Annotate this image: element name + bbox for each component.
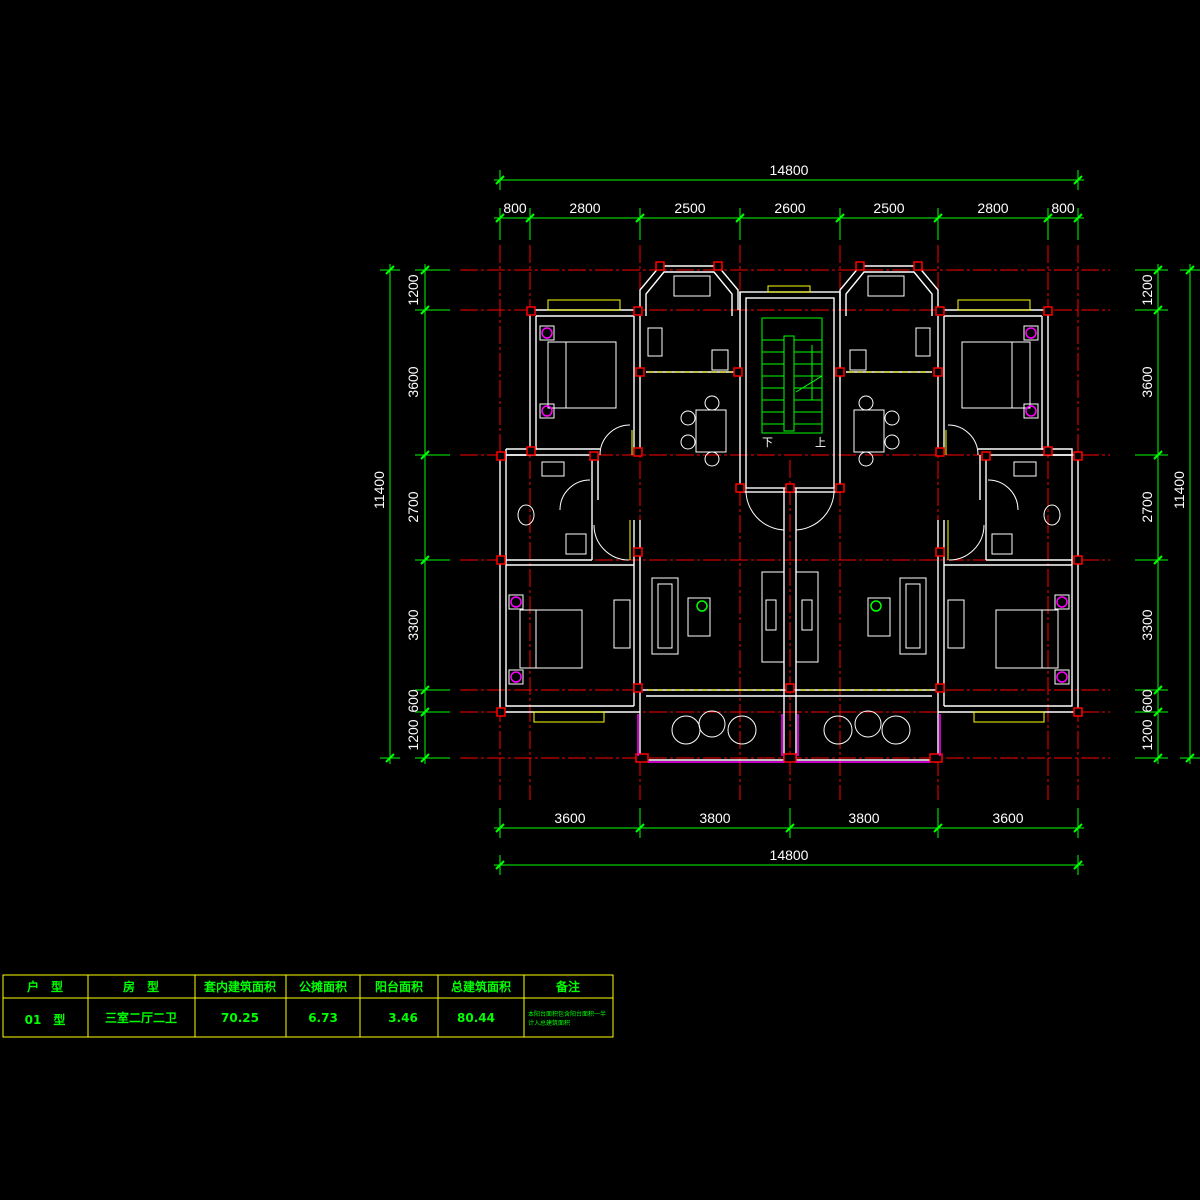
table-cell-unit: 01 型: [25, 1012, 66, 1027]
axis-grid: [460, 245, 1110, 800]
table-cell-note-line: 本阳台面积包含阳台面积一半: [528, 1010, 606, 1018]
dimension-texts: 14800 800 2800 2500 2600 2500 2800 800 3…: [371, 162, 1187, 863]
furniture: [508, 275, 1070, 745]
top-seg-dim: 2500: [674, 200, 705, 216]
right-seg-dim: 600: [1139, 689, 1155, 713]
area-table-text: 户 型 房 型 套内建筑面积 公摊面积 阳台面积 总建筑面积 备注 01 型 三…: [25, 979, 606, 1027]
stair-down-label: 下: [762, 436, 773, 449]
table-header-layout: 房 型: [123, 979, 159, 994]
dimension-lines: [380, 170, 1200, 875]
columns: [496, 261, 1083, 763]
right-seg-dim: 3300: [1139, 609, 1155, 640]
bottom-seg-dim: 3800: [848, 810, 879, 826]
windows: [533, 285, 1045, 723]
table-cell-note-line: 计入总建筑面积: [528, 1019, 570, 1027]
top-seg-dim: 800: [1051, 200, 1075, 216]
top-seg-dim: 2800: [977, 200, 1008, 216]
area-table: [2, 974, 614, 1038]
table-header-total-area: 总建筑面积: [451, 979, 511, 994]
left-seg-dim: 600: [405, 689, 421, 713]
doors: [559, 424, 1019, 561]
left-seg-dim: 3600: [405, 366, 421, 397]
left-seg-dim: 3300: [405, 609, 421, 640]
right-total-dim: 11400: [1171, 471, 1187, 509]
right-seg-dim: 2700: [1139, 491, 1155, 522]
table-cell-inner-area: 70.25: [221, 1011, 259, 1025]
table-header-balcony-area: 阳台面积: [375, 979, 423, 994]
left-seg-dim: 1200: [405, 719, 421, 750]
top-seg-dim: 2600: [774, 200, 805, 216]
right-seg-dim: 1200: [1139, 719, 1155, 750]
walls: [499, 265, 1079, 761]
table-header-inner-area: 套内建筑面积: [203, 979, 276, 994]
table-cell-shared-area: 6.73: [308, 1011, 338, 1025]
left-seg-dim: 1200: [405, 274, 421, 305]
plants: [696, 600, 882, 612]
table-header-remarks: 备注: [555, 979, 580, 994]
balcony-rails: [637, 714, 941, 763]
bottom-seg-dim: 3600: [992, 810, 1023, 826]
dimension-ticks: [385, 175, 1195, 870]
bottom-seg-dim: 3800: [699, 810, 730, 826]
top-seg-dim: 2500: [873, 200, 904, 216]
table-header-unit: 户 型: [27, 979, 63, 994]
top-seg-dim: 800: [503, 200, 527, 216]
top-total-dim: 14800: [770, 162, 809, 178]
right-seg-dim: 1200: [1139, 274, 1155, 305]
left-total-dim: 11400: [371, 471, 387, 509]
table-cell-total-area: 80.44: [457, 1011, 495, 1025]
bottom-seg-dim: 3600: [554, 810, 585, 826]
stair: [761, 317, 823, 434]
bottom-total-dim: 14800: [770, 847, 809, 863]
table-cell-balcony-area: 3.46: [388, 1011, 418, 1025]
lamps: [510, 327, 1068, 683]
stair-up-label: 上: [815, 436, 826, 449]
left-seg-dim: 2700: [405, 491, 421, 522]
right-seg-dim: 3600: [1139, 366, 1155, 397]
table-header-shared-area: 公摊面积: [299, 979, 347, 994]
table-cell-layout: 三室二厅二卫: [105, 1010, 177, 1025]
top-seg-dim: 2800: [569, 200, 600, 216]
